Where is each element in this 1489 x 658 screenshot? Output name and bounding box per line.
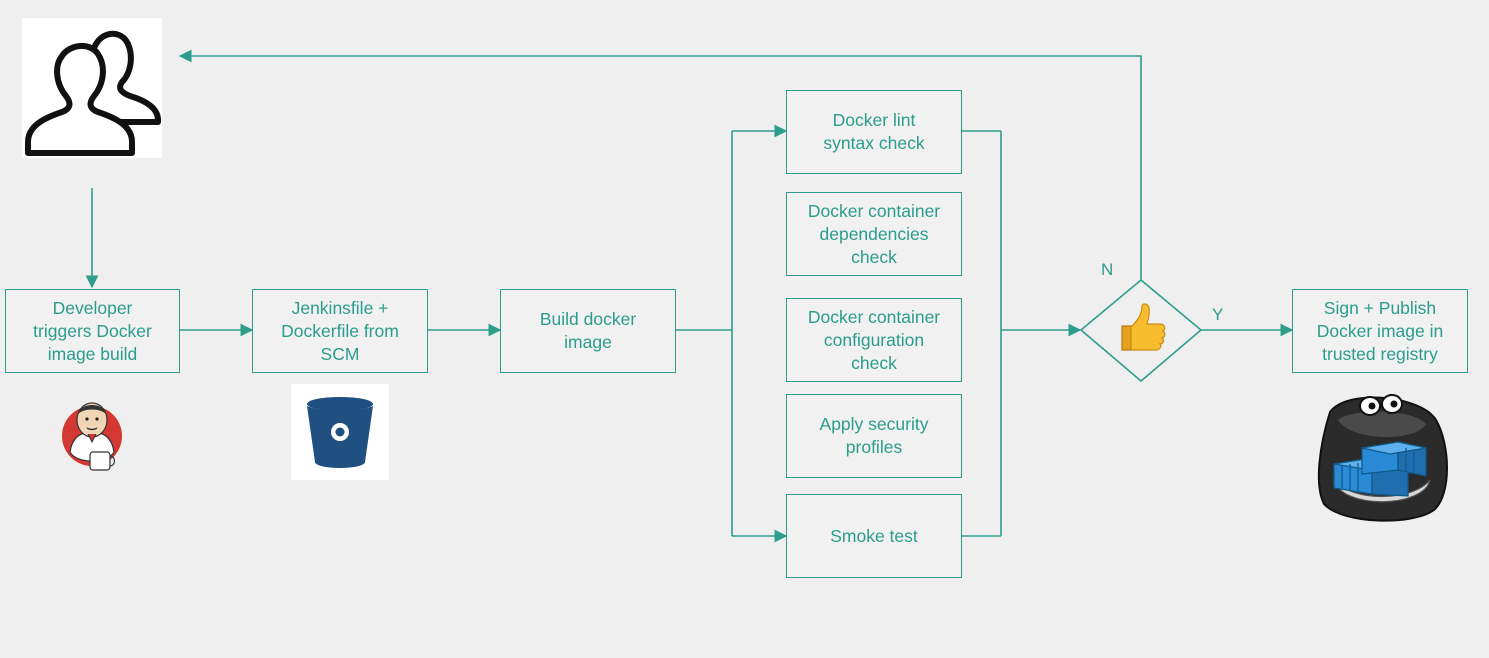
docker-registry-icon <box>1312 384 1452 526</box>
arrow-decision-no-loop <box>178 49 1142 280</box>
step-sign-publish: Sign + Publish Docker image in trusted r… <box>1292 289 1468 373</box>
decision-yes-label: Y <box>1212 305 1224 324</box>
bitbucket-icon <box>291 384 389 480</box>
step-jenkinsfile-dockerfile-scm: Jenkinsfile + Dockerfile from SCM <box>252 289 428 373</box>
thumbs-up-icon <box>1114 302 1168 354</box>
check-apply-security-profiles: Apply security profiles <box>786 394 962 478</box>
check-docker-lint: Docker lint syntax check <box>786 90 962 174</box>
step-build-docker-image: Build docker image <box>500 289 676 373</box>
decision-no-label: N <box>1101 260 1114 279</box>
check-smoke-test: Smoke test <box>786 494 962 578</box>
check-container-dependencies: Docker container dependencies check <box>786 192 962 276</box>
check-container-configuration: Docker container configuration check <box>786 298 962 382</box>
decision-diamond <box>1079 278 1203 383</box>
step-developer-triggers-build: Developer triggers Docker image build <box>5 289 180 373</box>
jenkins-icon <box>56 392 132 480</box>
users-icon <box>22 18 162 158</box>
